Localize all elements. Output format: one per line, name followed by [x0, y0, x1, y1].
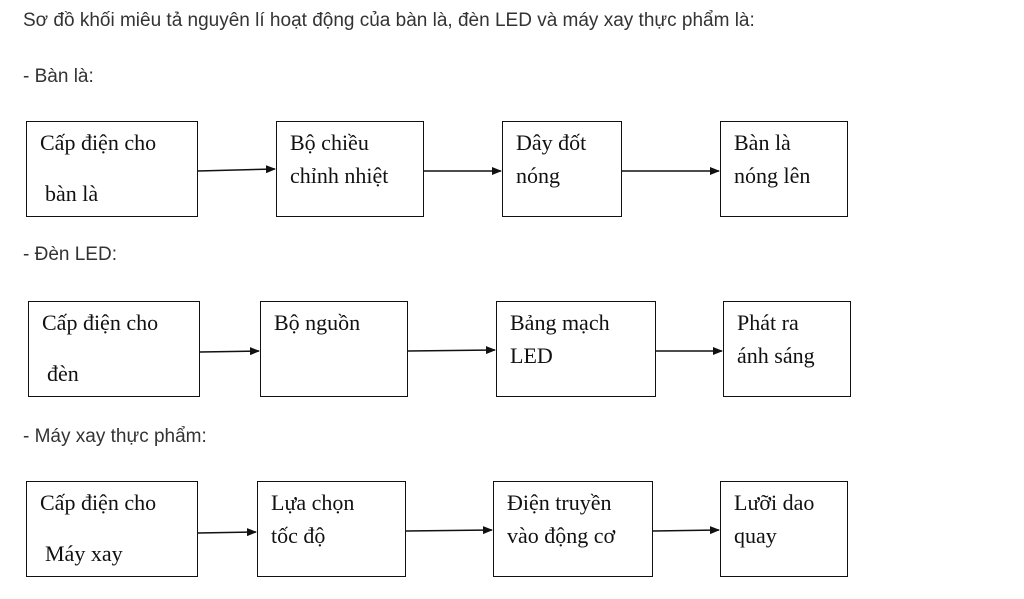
block-text-line2: nóng: [516, 163, 560, 188]
block-iron-power-supply: Cấp điện cho bàn là: [26, 121, 198, 217]
block-iron-heating-wire: Dây đốt nóng: [502, 121, 622, 217]
block-text-line1: Lưỡi dao: [734, 490, 815, 515]
intro-text: Sơ đồ khối miêu tả nguyên lí hoạt động c…: [23, 10, 755, 31]
block-text-line1: Điện truyền: [507, 490, 612, 515]
block-iron-heats-up: Bàn là nóng lên: [720, 121, 848, 217]
block-text-line2: LED: [510, 343, 553, 368]
arrow: [407, 346, 496, 355]
block-text-line1: Cấp điện cho: [42, 310, 159, 335]
block-text-line2: bàn là: [45, 181, 99, 206]
block-blender-power-supply: Cấp điện cho Máy xay: [26, 481, 198, 577]
block-text-line2: tốc độ: [271, 523, 326, 548]
block-text-line2: quay: [734, 523, 777, 548]
block-text-line2: Máy xay: [45, 541, 123, 566]
block-led-power-supply: Cấp điện cho đèn: [28, 301, 200, 397]
block-text-line1: Bộ nguồn: [274, 310, 361, 335]
arrow: [197, 528, 257, 537]
block-led-power-unit: Bộ nguồn: [260, 301, 408, 397]
block-text-line1: Phát ra: [737, 310, 799, 335]
arrow: [652, 526, 720, 535]
block-blender-blade-spin: Lưỡi dao quay: [720, 481, 848, 577]
block-text-line2: vào động cơ: [507, 523, 616, 548]
block-blender-speed-select: Lựa chọn tốc độ: [257, 481, 406, 577]
arrow: [199, 347, 260, 356]
block-text-line1: Bàn là: [734, 130, 791, 155]
block-text-line1: Bộ chiều: [290, 130, 369, 155]
section-label-iron: - Bàn là:: [23, 66, 94, 87]
block-blender-motor-power: Điện truyền vào động cơ: [493, 481, 653, 577]
block-led-circuit-board: Bảng mạch LED: [496, 301, 656, 397]
block-text-line2: nóng lên: [734, 163, 811, 188]
block-text-line2: đèn: [47, 361, 79, 386]
arrow: [197, 165, 276, 174]
block-text-line2: ánh sáng: [737, 343, 815, 368]
block-text-line1: Bảng mạch: [510, 310, 610, 335]
section-label-led: - Đèn LED:: [23, 244, 117, 265]
block-text-line1: Dây đốt: [516, 130, 587, 155]
block-iron-thermostat: Bộ chiều chỉnh nhiệt: [276, 121, 424, 217]
block-text-line2: chỉnh nhiệt: [290, 163, 389, 188]
block-led-emit-light: Phát ra ánh sáng: [723, 301, 851, 397]
section-label-blender: - Máy xay thực phẩm:: [23, 426, 207, 447]
block-text-line1: Cấp điện cho: [40, 130, 157, 155]
block-text-line1: Lựa chọn: [271, 490, 355, 515]
arrow: [405, 526, 493, 535]
block-text-line1: Cấp điện cho: [40, 490, 157, 515]
